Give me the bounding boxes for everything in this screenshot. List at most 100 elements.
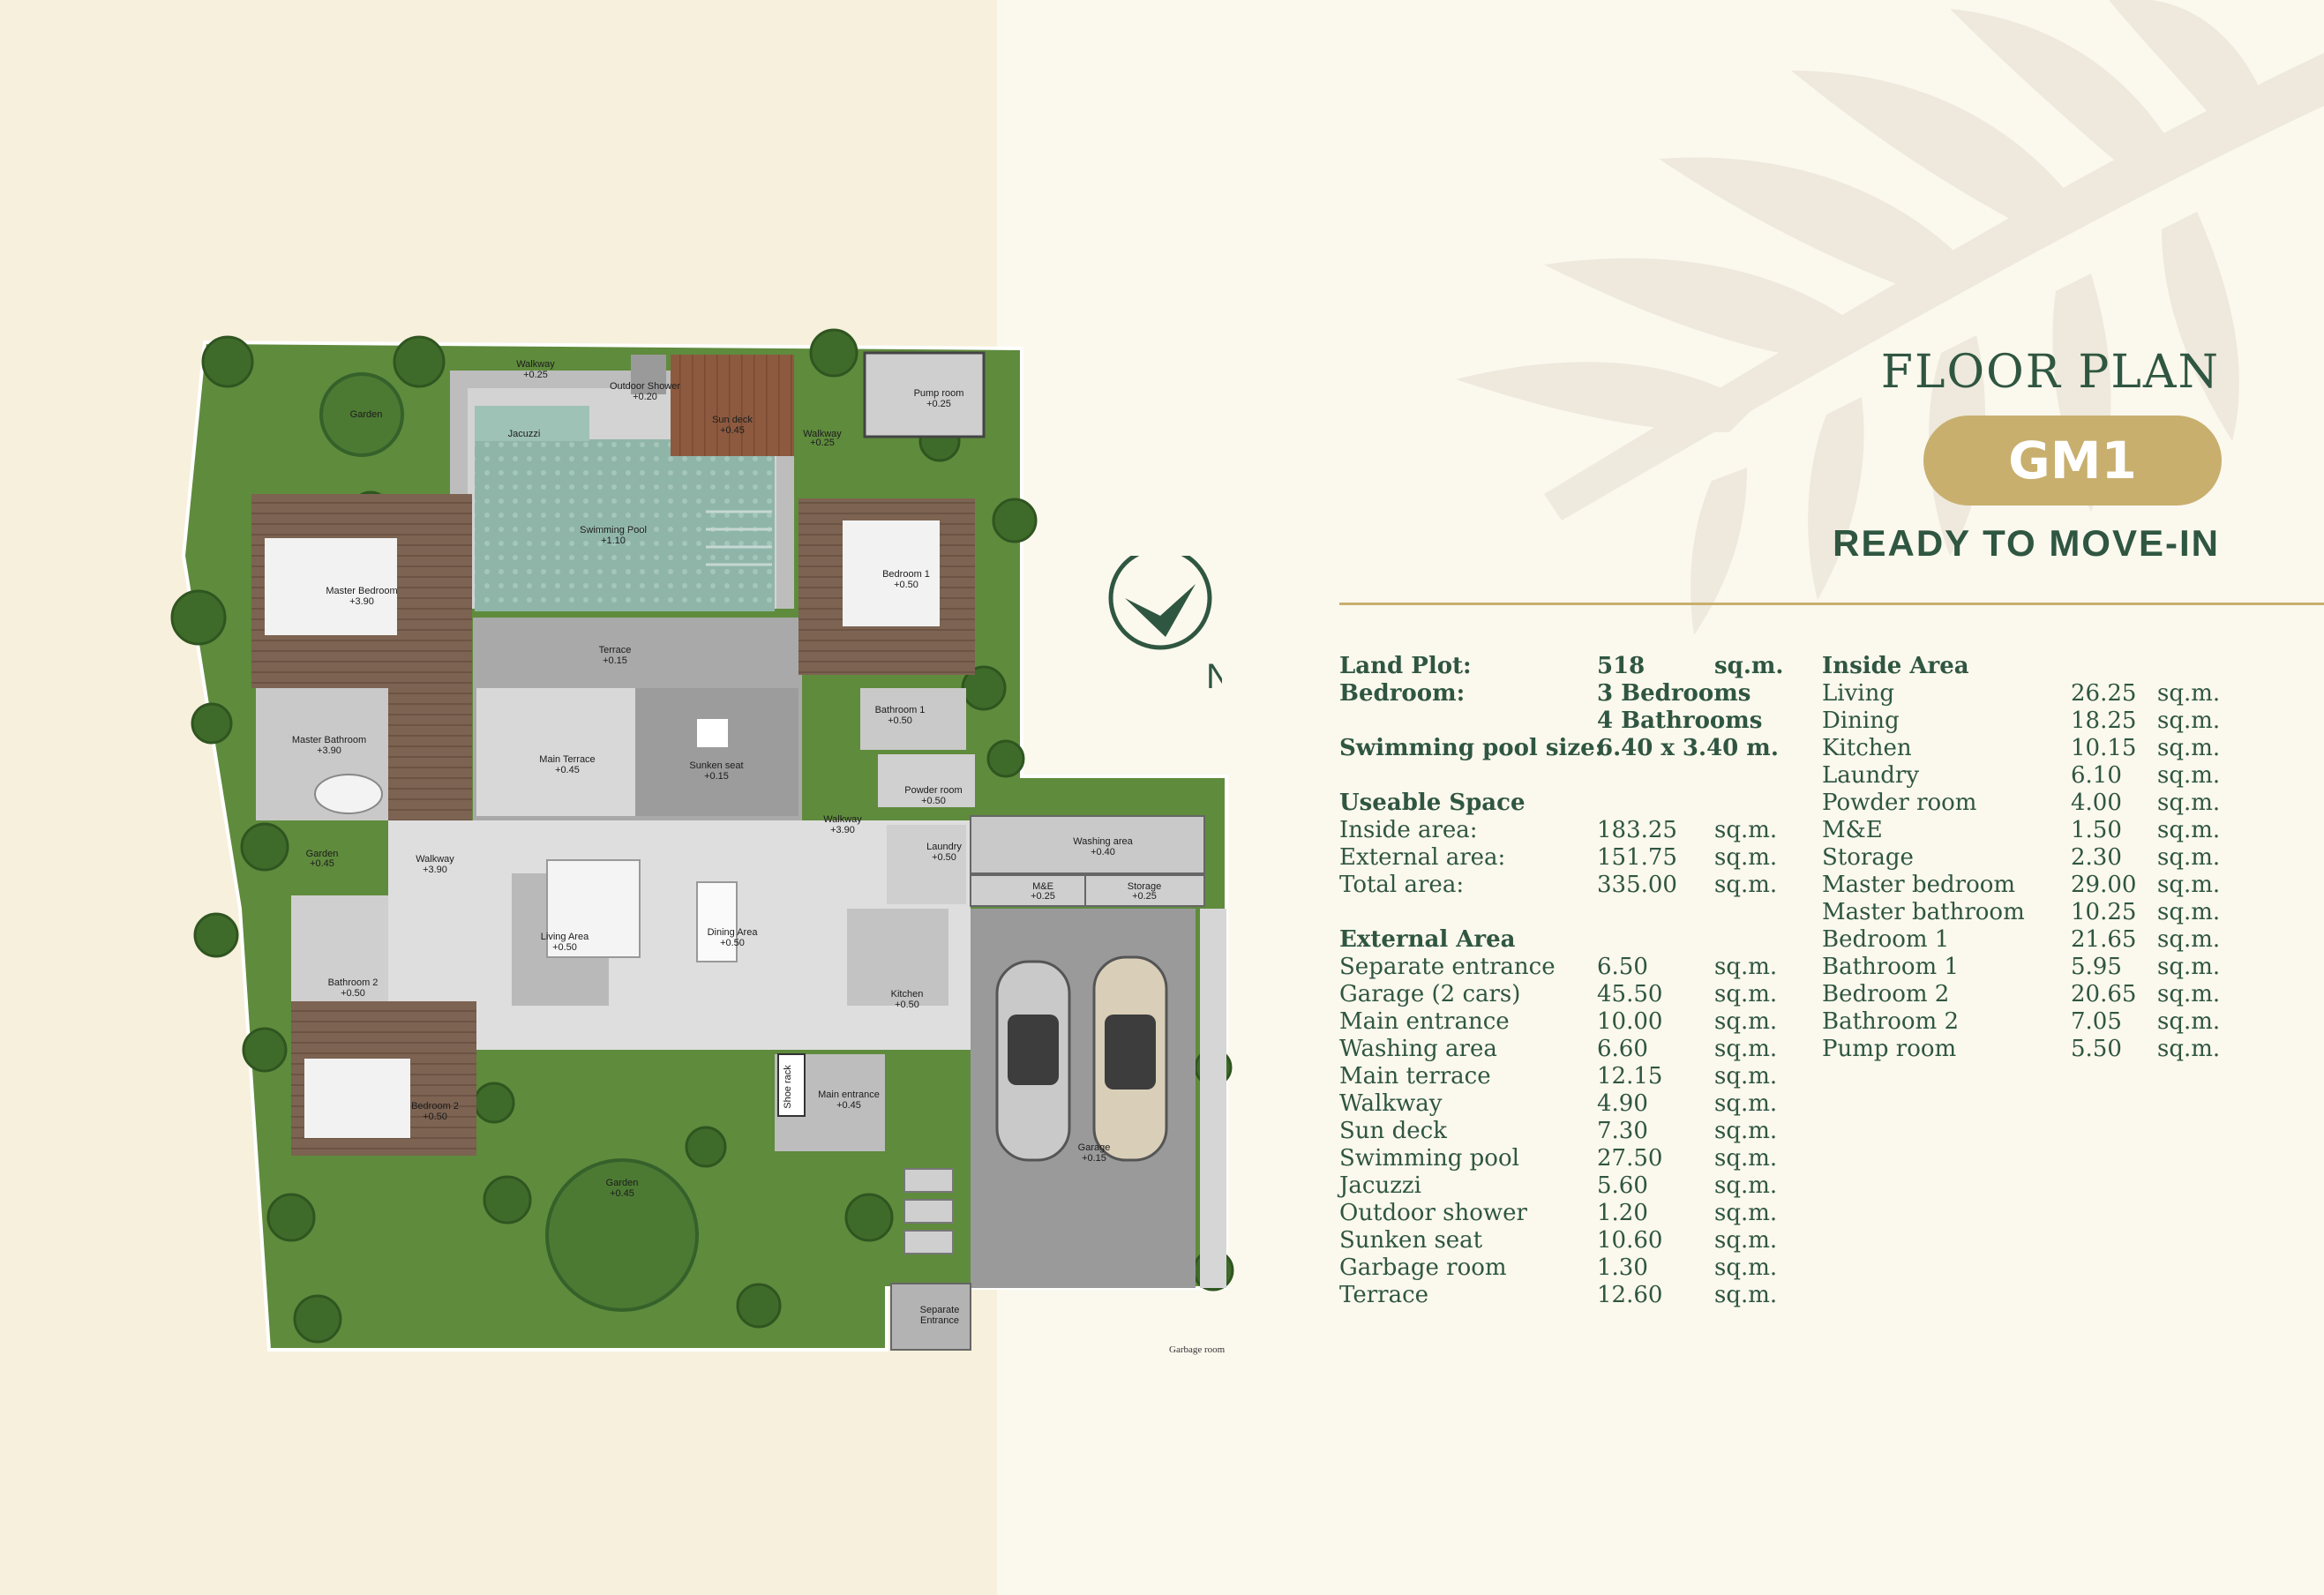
- divider: [1339, 603, 2324, 605]
- spec-unit: sq.m.: [1714, 1200, 1778, 1226]
- spec-value: 45.50: [1597, 981, 1663, 1007]
- svg-text:Garden: Garden: [306, 849, 339, 859]
- washing-area: [970, 815, 1205, 874]
- bathroom-row: 4 Bathrooms: [1597, 708, 1763, 734]
- useable-heading: Useable Space: [1339, 790, 1526, 816]
- svg-text:Terrace: Terrace: [599, 645, 632, 655]
- spec-value: 6.10: [2071, 762, 2122, 789]
- spec-unit: sq.m.: [2157, 790, 2221, 816]
- svg-text:Garage: Garage: [1078, 1142, 1111, 1153]
- svg-text:Storage: Storage: [1128, 881, 1162, 892]
- svg-text:Walkway: Walkway: [823, 814, 862, 825]
- svg-text:Powder room: Powder room: [904, 785, 962, 796]
- spec-label: Dining: [1822, 708, 1900, 734]
- spec-value: 151.75: [1597, 844, 1677, 871]
- spec-label: Storage: [1822, 844, 1914, 871]
- svg-text:+0.50: +0.50: [932, 852, 956, 863]
- svg-text:Sun deck: Sun deck: [712, 415, 753, 425]
- spec-value: 21.65: [2071, 926, 2137, 953]
- svg-text:+0.50: +0.50: [341, 988, 365, 999]
- bathroom-1: [860, 688, 966, 750]
- spec-value: 335.00: [1597, 872, 1677, 898]
- spec-value: 4.00: [2071, 790, 2122, 816]
- spec-unit: sq.m.: [1714, 1118, 1778, 1144]
- plan-badge: GM1: [1923, 416, 2222, 505]
- svg-text:Kitchen: Kitchen: [891, 989, 924, 1000]
- spec-value: 10.25: [2071, 899, 2137, 925]
- svg-text:Shoe rack: Shoe rack: [783, 1065, 793, 1109]
- svg-text:Washing area: Washing area: [1073, 836, 1133, 847]
- svg-text:+0.25: +0.25: [1132, 891, 1157, 902]
- svg-text:+0.45: +0.45: [555, 765, 580, 775]
- spec-unit: sq.m.: [2157, 680, 2221, 707]
- spec-unit: sq.m.: [2157, 762, 2221, 789]
- spec-label: Kitchen: [1822, 735, 1912, 761]
- spec-unit: sq.m.: [1714, 954, 1778, 980]
- spec-label: Separate entrance: [1339, 954, 1556, 980]
- storage-room: [1084, 874, 1205, 907]
- spec-value: 6.50: [1597, 954, 1648, 980]
- spec-value: 7.30: [1597, 1118, 1648, 1144]
- spec-unit: sq.m.: [2157, 899, 2221, 925]
- spec-unit: sq.m.: [1714, 1063, 1778, 1090]
- svg-text:+0.45: +0.45: [836, 1100, 861, 1111]
- svg-text:Laundry: Laundry: [926, 842, 962, 852]
- spec-value: 5.60: [1597, 1172, 1648, 1199]
- spec-value: 1.20: [1597, 1200, 1648, 1226]
- svg-text:+0.50: +0.50: [888, 715, 912, 726]
- spec-label: Bathroom 2: [1822, 1008, 1959, 1035]
- spec-label: Laundry: [1822, 762, 1920, 789]
- spec-label: Living: [1822, 680, 1894, 707]
- svg-text:+0.40: +0.40: [1091, 847, 1115, 857]
- swimming-pool: [475, 439, 775, 611]
- spec-unit: sq.m.: [1714, 1090, 1778, 1117]
- svg-text:Bedroom 2: Bedroom 2: [411, 1101, 459, 1112]
- svg-text:+0.15: +0.15: [1082, 1153, 1106, 1164]
- tree-large-bottom: [545, 1158, 699, 1312]
- spec-row: Powder room 4.00 sq.m.: [1822, 790, 2228, 817]
- svg-text:+0.50: +0.50: [894, 580, 918, 590]
- spec-unit: sq.m.: [2157, 1036, 2221, 1062]
- spec-label: Walkway: [1339, 1090, 1443, 1117]
- svg-text:+0.25: +0.25: [810, 438, 835, 448]
- spec-label: Garbage room: [1339, 1254, 1507, 1281]
- spec-value: 183.25: [1597, 817, 1677, 843]
- spec-value: 29.00: [2071, 872, 2137, 898]
- sun-deck: [671, 355, 794, 456]
- svg-text:Garden: Garden: [350, 409, 383, 420]
- spec-unit: sq.m.: [2157, 926, 2221, 953]
- svg-text:Separate: Separate: [920, 1305, 960, 1315]
- spec-label: Powder room: [1822, 790, 1977, 816]
- spec-unit: sq.m.: [2157, 954, 2221, 980]
- spec-unit: sq.m.: [2157, 817, 2221, 843]
- svg-text:Pump room: Pump room: [914, 388, 964, 399]
- spec-value: 2.30: [2071, 844, 2122, 871]
- svg-text:+0.50: +0.50: [895, 1000, 919, 1010]
- spec-label: Master bedroom: [1822, 872, 2016, 898]
- svg-text:Living Area: Living Area: [541, 932, 589, 942]
- svg-text:Master Bathroom: Master Bathroom: [292, 735, 366, 745]
- separate-entrance: [890, 1283, 971, 1351]
- svg-text:Outdoor Shower: Outdoor Shower: [610, 381, 680, 392]
- spec-value: 12.60: [1597, 1282, 1663, 1308]
- svg-text:+3.90: +3.90: [423, 865, 447, 875]
- pump-room: [863, 351, 986, 438]
- svg-text:+0.50: +0.50: [921, 796, 946, 806]
- spec-unit: sq.m.: [1714, 981, 1778, 1007]
- sunken-seat: [635, 688, 798, 816]
- land-plot-row: Land Plot: 518 sq.m.: [1339, 653, 1784, 679]
- spec-label: Main entrance: [1339, 1008, 1510, 1035]
